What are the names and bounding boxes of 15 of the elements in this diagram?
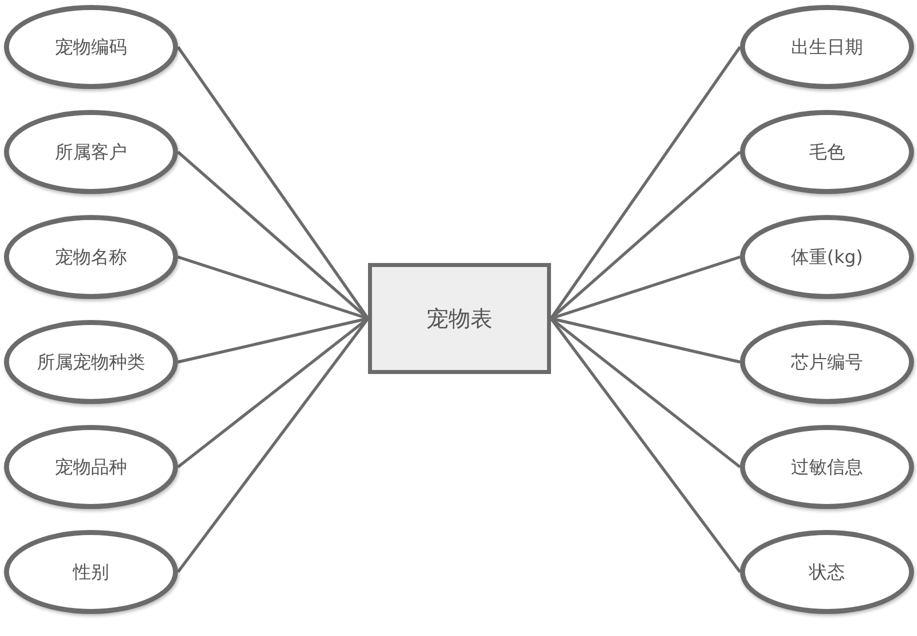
- attribute-name: 宠物编码: [55, 36, 127, 59]
- attribute-name: 状态: [809, 561, 845, 584]
- attribute-name: 性别: [73, 561, 109, 584]
- entity-name: 宠物表: [426, 306, 492, 334]
- connector-line: [176, 318, 370, 573]
- attribute-name: 出生日期: [791, 36, 863, 59]
- attribute-name: 所属客户: [55, 141, 127, 164]
- attribute-name: 宠物名称: [55, 246, 127, 269]
- attribute-name: 所属宠物种类: [37, 351, 145, 374]
- attribute-name: 宠物品种: [55, 456, 127, 479]
- attribute-name: 体重(kg): [791, 246, 863, 269]
- attribute-name: 毛色: [809, 141, 845, 164]
- attribute-name: 过敏信息: [791, 456, 863, 479]
- attribute-name: 芯片编号: [791, 351, 863, 374]
- entity-box: [368, 263, 551, 374]
